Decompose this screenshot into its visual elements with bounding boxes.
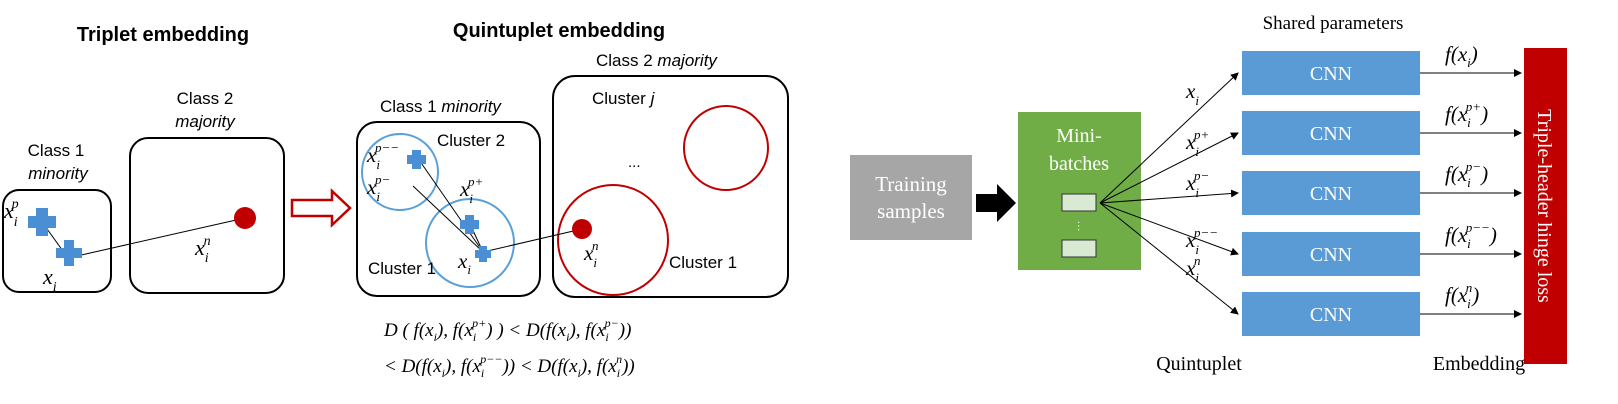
quintuplet-class1-box [356,121,541,297]
triplet-line-neg [67,217,246,259]
triplet-class2-box [129,137,285,294]
formula-line-1: D ( f(xi), f(xip+) ) < D(f(xi), f(xip−)) [383,316,631,344]
clusterj-label: Cluster j [592,89,656,108]
formula-line-2: < D(f(xi), f(xip−−)) < D(f(xi), f(xin)) [384,352,635,380]
cnn-rows: CNN xi f(xi) CNN xip+ f(xip+) CNN xip− f(xip−) CN… [1099,42,1522,336]
triplet-xi-label: xi [42,264,57,295]
triplet-xp-label: xip [3,197,19,230]
triplet-panel: Triplet embedding Class 1 minority Class… [2,24,285,295]
cluster2-label: Cluster 2 [437,131,505,150]
label-x-neg: xin [583,238,598,270]
cnn-box-0 [1242,51,1420,95]
quintuplet-class1-heading: Class 1 minority [380,97,502,116]
embedding-caption: Embedding [1433,353,1525,375]
cnn-box-4 [1242,292,1420,336]
input-arrow-3 [1099,202,1239,256]
quintuplet-caption: Quintuplet [1156,353,1242,375]
line-anchor-pmm [416,156,484,253]
output-label-1: f(xip+) [1445,99,1488,130]
triplet-negative-point [234,207,256,229]
label-x-pmm: xip−− [366,140,399,172]
input-arrow-4 [1099,202,1239,315]
point-pmm [407,150,426,169]
input-label-0: xi [1185,79,1199,108]
triplet-class2-sub: majority [175,112,236,131]
cnn-label-4: CNN [1310,304,1352,326]
cluster1-red-circle [557,184,669,296]
triplet-class1-label: Class 1 [28,141,85,160]
triplet-positive-point [28,208,56,236]
line-anchor-pm [412,185,484,253]
cluster1-label: Cluster 1 [368,259,436,278]
label-x-pm: xip− [366,172,390,204]
quintuplet-class2-heading: Class 2 majority [596,51,718,70]
cnn-box-1 [1242,111,1420,155]
loss-label: Triple-header hinge loss [1533,109,1555,303]
training-line-2: samples [877,199,945,223]
output-label-4: f(xin) [1445,280,1479,311]
cluster1-red-label: Cluster 1 [669,253,737,272]
input-arrow-0 [1099,72,1239,204]
input-label-4: xin [1185,253,1200,285]
cnn-box-3 [1242,232,1420,276]
quintuplet-title: Quintuplet embedding [453,20,665,42]
cnn-label-3: CNN [1310,244,1352,266]
label-x-anchor: xi [457,249,471,277]
cluster1-blue-circle [425,198,515,288]
output-label-0: f(xi) [1445,42,1478,70]
input-label-3: xip−− [1185,225,1218,257]
minibatch-line-2: batches [1049,153,1109,175]
quintuplet-class2-box [552,75,789,298]
input-arrow-1 [1099,132,1239,204]
shared-parameters-label: Shared parameters [1263,13,1404,34]
clusterj-circle [683,105,769,191]
triplet-class1-sub: minority [28,164,89,183]
minibatch-line-1: Mini- [1056,125,1102,147]
input-arrow-2 [1099,189,1239,204]
input-label-1: xip+ [1185,127,1209,159]
cnn-box-2 [1242,171,1420,215]
training-samples-box [850,155,972,240]
loss-box [1524,48,1567,364]
label-x-pp: xip+ [459,174,483,206]
quintuplet-panel: Quintuplet embedding Class 1 minority Cl… [356,20,789,380]
training-to-batches-arrow [976,184,1016,222]
triplet-anchor-point [56,240,82,266]
input-label-2: xip− [1185,168,1209,200]
cnn-label-0: CNN [1310,63,1352,85]
transition-arrow [290,188,352,228]
batch-chip-top [1061,193,1097,212]
triplet-title: Triplet embedding [77,24,249,46]
triplet-class1-box [2,189,112,293]
cnn-label-1: CNN [1310,123,1352,145]
output-label-2: f(xip−) [1445,159,1488,190]
triplet-xn-label: xin [194,234,211,266]
point-anchor [475,246,491,262]
line-anchor-neg [482,228,583,253]
pipeline-panel: Training samples Mini- batches ··· Share… [850,13,1567,375]
cnn-label-2: CNN [1310,183,1352,205]
batch-chip-ellipsis: ··· [1072,221,1084,232]
point-pp [460,215,479,234]
clusters-ellipsis: ... [628,154,641,171]
training-line-1: Training [875,172,947,196]
output-label-3: f(xip−−) [1445,220,1497,251]
triplet-class2-label: Class 2 [177,89,234,108]
point-negative [572,219,592,239]
cluster2-circle [361,133,439,211]
batch-chip-bottom [1061,239,1097,258]
